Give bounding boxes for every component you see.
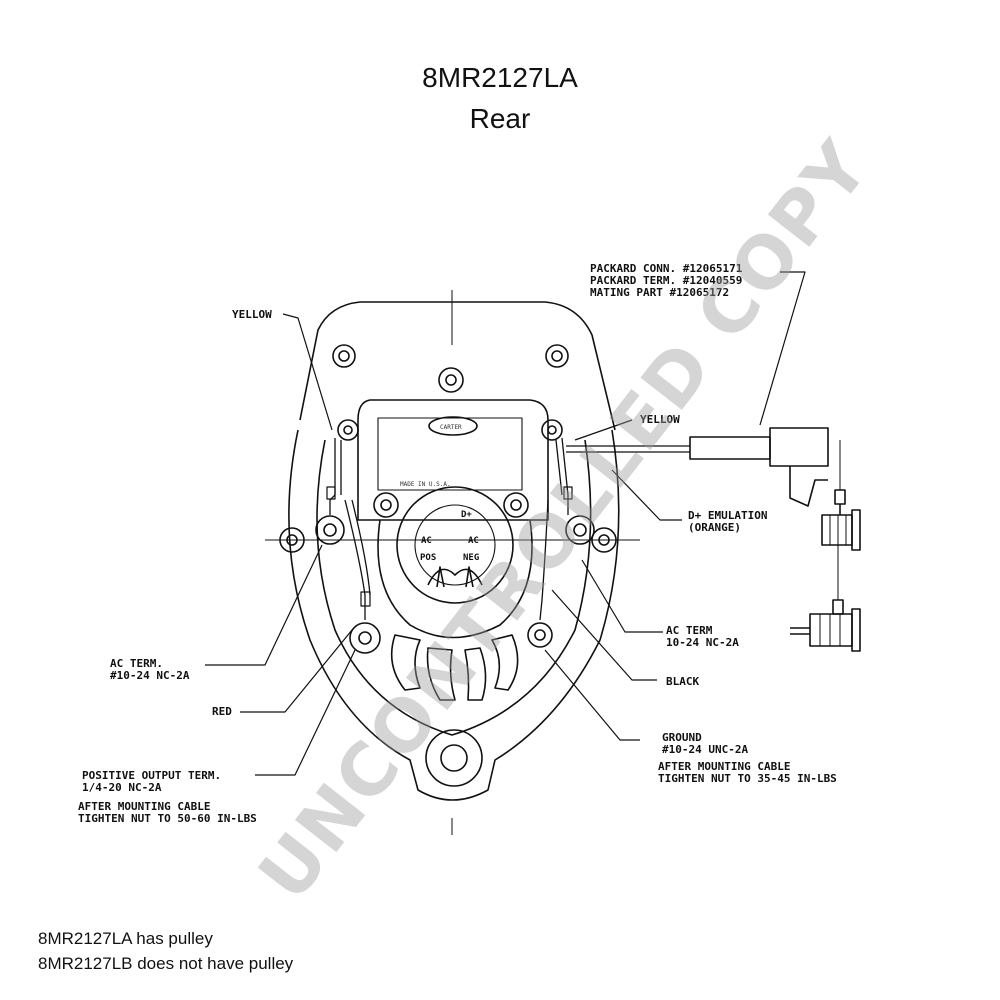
label-positive-torque: TIGHTEN NUT TO 50-60 IN-LBS	[78, 812, 257, 825]
label-ground-after: AFTER MOUNTING CABLE	[658, 760, 790, 773]
packard-connector	[689, 436, 771, 460]
label-packard-conn: PACKARD CONN. #12065171	[590, 262, 743, 275]
label-ac-term-left-spec: #10-24 NC-2A	[110, 669, 190, 682]
ear-hole-left	[332, 344, 356, 368]
yellow-terminal-right	[541, 419, 563, 441]
view-subtitle: Rear	[469, 103, 531, 134]
label-positive-spec: 1/4-20 NC-2A	[82, 781, 162, 794]
label-yellow-right: YELLOW	[640, 413, 680, 426]
label-red: RED	[212, 705, 232, 718]
bolt-side-left	[279, 527, 305, 553]
note-has-pulley: 8MR2127LA has pulley	[38, 929, 213, 948]
ground-terminal	[527, 622, 553, 648]
label-positive-output: POSITIVE OUTPUT TERM.	[82, 769, 221, 782]
bolt-side-right	[591, 527, 617, 553]
label-mating-part: MATING PART #12065172	[590, 286, 729, 299]
label-packard-term: PACKARD TERM. #12040559	[590, 274, 742, 287]
bolt-upper-left	[373, 492, 399, 518]
bottom-pivot	[425, 729, 483, 787]
label-ac-term-right-spec: 10-24 NC-2A	[666, 636, 739, 649]
part-number-title: 8MR2127LA	[422, 62, 578, 93]
d-plus-label: D+	[461, 510, 472, 520]
top-mounting-ear	[299, 301, 616, 431]
note-no-pulley: 8MR2127LB does not have pulley	[38, 954, 294, 973]
label-ac-term-right: AC TERM	[666, 624, 713, 637]
label-ground-torque: TIGHTEN NUT TO 35-45 IN-LBS	[658, 772, 837, 785]
label-d-emulation: D+ EMULATION	[688, 509, 767, 522]
housing-outline	[288, 429, 620, 801]
label-ac-term-left: AC TERM.	[110, 657, 163, 670]
ac-term-stud-right	[790, 608, 861, 652]
carter-logo	[428, 416, 478, 436]
label-d-emulation-orange: (ORANGE)	[688, 521, 741, 534]
label-black: BLACK	[666, 675, 699, 688]
ac-terminal-right	[565, 515, 595, 545]
label-positive-after: AFTER MOUNTING CABLE	[78, 800, 210, 813]
top-stud	[438, 367, 464, 393]
label-yellow-left: YELLOW	[232, 308, 272, 321]
yellow-terminal-left	[337, 419, 359, 441]
uncontrolled-copy-watermark: UNCONTROLLED COPY	[242, 125, 885, 915]
ac-terminal-left	[315, 515, 345, 545]
ear-hole-right	[545, 344, 569, 368]
made-in-text: MADE IN U.S.A.	[400, 481, 451, 488]
bolt-upper-right	[503, 492, 529, 518]
connector-dial	[396, 486, 514, 604]
carter-logo-text: CARTER	[440, 424, 462, 431]
d-plus-emulation-stud	[821, 509, 861, 551]
label-ground-spec: #10-24 UNC-2A	[662, 743, 748, 756]
ac-right-label: AC	[468, 536, 479, 546]
label-ground: GROUND	[662, 731, 702, 744]
positive-output-terminal	[349, 622, 381, 654]
neg-label: NEG	[463, 553, 479, 563]
vent-slot	[390, 634, 421, 691]
regulator-plate	[357, 399, 549, 521]
ac-left-label: AC	[421, 536, 432, 546]
pos-label: POS	[420, 553, 436, 563]
